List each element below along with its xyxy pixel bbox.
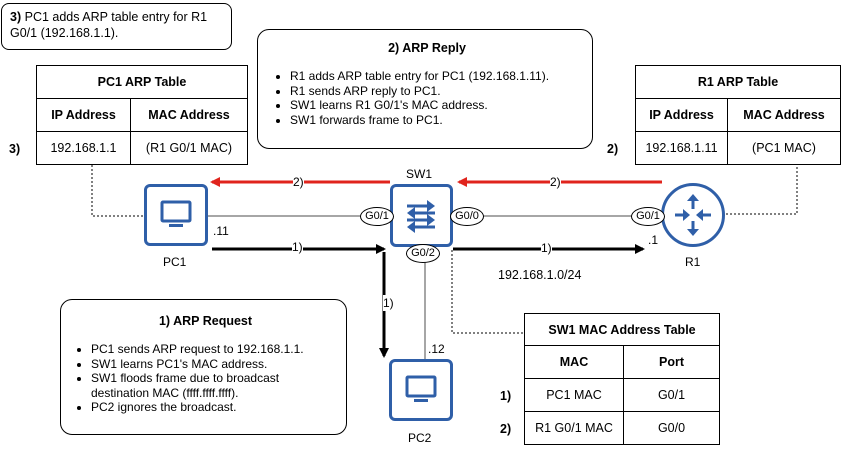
sw1-device[interactable] [390, 184, 453, 247]
pc1-arp-table: PC1 ARP Table IP Address MAC Address 192… [36, 65, 248, 165]
r1-arp-table-title: R1 ARP Table [635, 65, 841, 99]
r1-arp-header-ip: IP Address [635, 98, 728, 132]
r1-arp-cell-mac: (PC1 MAC) [727, 131, 841, 165]
arp-request-item: SW1 floods frame due to broadcast destin… [91, 371, 338, 400]
sw1-mac-header-port: Port [623, 345, 720, 379]
r1-arp-row-label: 2) [607, 142, 619, 156]
router-arrows-icon [675, 194, 711, 236]
note-line1: PC1 adds ARP table entry for R1 [24, 10, 208, 24]
pc1-address: .11 [213, 224, 229, 238]
pc1-arp-note: 3) PC1 adds ARP table entry for R1 G0/1 … [1, 3, 232, 50]
arp-reply-list: R1 adds ARP table entry for PC1 (192.168… [272, 69, 582, 127]
request-step-label: 1) [541, 241, 552, 255]
arp-request-box: 1) ARP Request PC1 sends ARP request to … [60, 299, 347, 435]
reply-step-label: 2) [293, 175, 304, 189]
connector-r1-table [726, 163, 798, 215]
sw1-g02-interface: G0/2 [406, 244, 440, 263]
switch-arrows-icon [407, 200, 435, 233]
pc2-address: .12 [428, 342, 445, 356]
reply-step-label: 2) [550, 175, 561, 189]
note-line2: G0/1 (192.168.1.1). [10, 26, 119, 40]
r1-label: R1 [685, 255, 701, 269]
connector-pc1-table [91, 165, 145, 217]
pc2-label: PC2 [408, 431, 432, 445]
sw1-mac-header-mac: MAC [524, 345, 624, 379]
request-step-label: 1) [292, 240, 303, 254]
r1-address: .1 [648, 233, 659, 247]
r1-arp-cell-ip: 192.168.1.11 [635, 131, 728, 165]
pc1-arp-row-label: 3) [9, 142, 21, 156]
sw1-mac-table: SW1 MAC Address Table MAC Port PC1 MAC G… [524, 313, 720, 445]
note-prefix: 3) [10, 10, 22, 24]
arp-request-item: PC2 ignores the broadcast. [91, 400, 338, 415]
network-label: 192.168.1.0/24 [498, 268, 582, 282]
pc1-arp-header-ip: IP Address [36, 98, 131, 132]
pc1-arp-cell-ip: 192.168.1.1 [36, 131, 131, 165]
pc1-arp-header-mac: MAC Address [130, 98, 248, 132]
arp-reply-item: R1 sends ARP reply to PC1. [290, 84, 582, 99]
sw1-mac-cell-port: G0/0 [623, 411, 720, 445]
connector-sw1-table [451, 250, 525, 334]
pc1-label: PC1 [163, 255, 187, 269]
arp-reply-item: R1 adds ARP table entry for PC1 (192.168… [290, 69, 582, 84]
sw1-mac-row-label: 1) [500, 389, 512, 403]
pc1-arp-cell-mac: (R1 G0/1 MAC) [130, 131, 248, 165]
pc1-arp-table-title: PC1 ARP Table [36, 65, 248, 99]
request-step-label: 1) [383, 295, 394, 311]
r1-g01-interface: G0/1 [631, 207, 665, 226]
sw1-g00-interface: G0/0 [450, 207, 484, 226]
arp-reply-item: SW1 learns R1 G0/1's MAC address. [290, 98, 582, 113]
arp-reply-item: SW1 forwards frame to PC1. [290, 113, 582, 128]
monitor-icon [160, 200, 192, 227]
sw1-mac-row-label: 2) [500, 422, 512, 436]
sw1-label: SW1 [406, 167, 433, 181]
arp-reply-title: 2) ARP Reply [388, 41, 466, 55]
sw1-mac-table-title: SW1 MAC Address Table [524, 313, 720, 346]
arp-request-title: 1) ARP Request [158, 314, 253, 328]
arp-request-item: PC1 sends ARP request to 192.168.1.1. [91, 342, 338, 357]
r1-device[interactable] [661, 183, 725, 247]
sw1-mac-cell-port: G0/1 [623, 378, 720, 412]
arp-reply-box: 2) ARP Reply R1 adds ARP table entry for… [257, 29, 593, 149]
r1-arp-header-mac: MAC Address [727, 98, 841, 132]
sw1-mac-cell-mac: R1 G0/1 MAC [524, 411, 624, 445]
monitor-icon [405, 375, 437, 402]
pc1-device[interactable] [144, 184, 208, 246]
r1-arp-table: R1 ARP Table IP Address MAC Address 192.… [635, 65, 841, 165]
sw1-g01-interface: G0/1 [360, 207, 394, 226]
pc2-device[interactable] [389, 359, 453, 421]
arp-request-list: PC1 sends ARP request to 192.168.1.1. SW… [73, 342, 338, 415]
sw1-mac-cell-mac: PC1 MAC [524, 378, 624, 412]
arp-request-item: SW1 learns PC1's MAC address. [91, 357, 338, 372]
